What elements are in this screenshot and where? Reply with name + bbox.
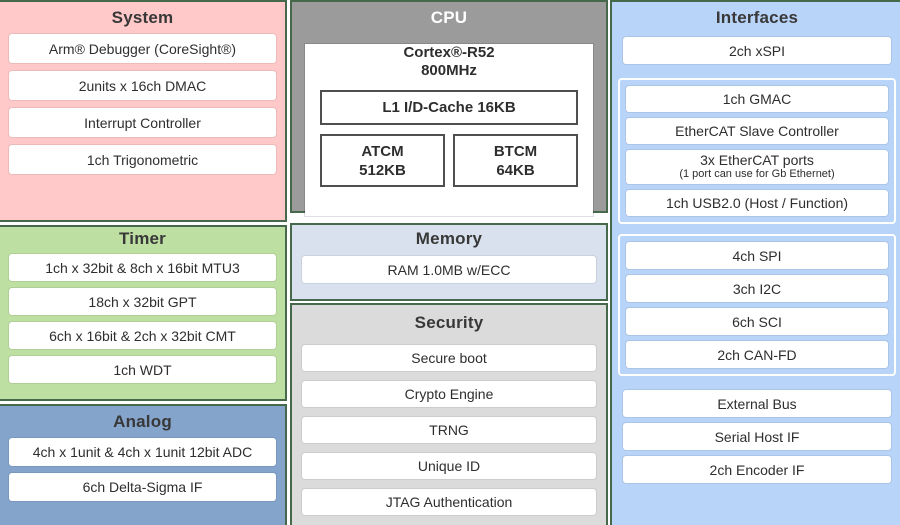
item-trng: TRNG [302, 417, 596, 443]
item-xspi: 2ch xSPI [623, 37, 891, 64]
cpu-core-panel: Cortex®-R52 800MHz L1 I/D-Cache 16KB ATC… [305, 44, 593, 216]
section-interfaces-items: 2ch xSPI 1ch GMAC EtherCAT Slave Control… [612, 37, 900, 483]
cpu-tcm-row: ATCM 512KB BTCM 64KB [320, 134, 578, 187]
section-security: Security Secure boot Crypto Engine TRNG … [290, 303, 608, 525]
item-delta-sigma: 6ch Delta-Sigma IF [9, 473, 276, 501]
section-interfaces-title: Interfaces [715, 8, 799, 27]
item-arm-debugger: Arm® Debugger (CoreSight®) [9, 34, 276, 63]
cpu-btcm-block: BTCM 64KB [453, 134, 578, 187]
item-encoder-if: 2ch Encoder IF [623, 456, 891, 483]
cpu-atcm-size: 512KB [359, 161, 406, 179]
item-sci: 6ch SCI [626, 308, 888, 335]
section-system-title: System [111, 8, 174, 27]
section-memory-title: Memory [415, 229, 483, 248]
item-can-fd: 2ch CAN-FD [626, 341, 888, 368]
section-system: System Arm® Debugger (CoreSight®) 2units… [0, 0, 287, 222]
section-analog-title: Analog [113, 412, 172, 431]
section-timer-title: Timer [119, 229, 166, 248]
cpu-btcm-label: BTCM [493, 142, 538, 160]
section-analog-items: 4ch x 1unit & 4ch x 1unit 12bit ADC 6ch … [0, 438, 285, 501]
item-ram: RAM 1.0MB w/ECC [302, 256, 596, 283]
cpu-atcm-label: ATCM [361, 142, 404, 160]
cpu-core-name: Cortex®-R52 [403, 44, 495, 61]
item-i2c: 3ch I2C [626, 275, 888, 302]
item-gpt: 18ch x 32bit GPT [9, 288, 276, 315]
item-trigonometric: 1ch Trigonometric [9, 145, 276, 174]
item-crypto-engine: Crypto Engine [302, 381, 596, 407]
section-cpu: CPU Cortex®-R52 800MHz L1 I/D-Cache 16KB… [290, 0, 608, 216]
item-spi: 4ch SPI [626, 242, 888, 269]
item-cmt: 6ch x 16bit & 2ch x 32bit CMT [9, 322, 276, 349]
section-interfaces: Interfaces 2ch xSPI 1ch GMAC EtherCAT Sl… [610, 0, 900, 525]
item-ethercat-slave-controller: EtherCAT Slave Controller [626, 118, 888, 144]
cpu-atcm-block: ATCM 512KB [320, 134, 445, 187]
item-interrupt-controller: Interrupt Controller [9, 108, 276, 137]
interfaces-serial-group: 4ch SPI 3ch I2C 6ch SCI 2ch CAN-FD [618, 234, 896, 376]
item-mtu3: 1ch x 32bit & 8ch x 16bit MTU3 [9, 254, 276, 281]
item-serial-host-if: Serial Host IF [623, 423, 891, 450]
item-gmac: 1ch GMAC [626, 86, 888, 112]
section-timer-items: 1ch x 32bit & 8ch x 16bit MTU3 18ch x 32… [0, 254, 285, 383]
item-secure-boot: Secure boot [302, 345, 596, 371]
cpu-l1-cache-block: L1 I/D-Cache 16KB [320, 90, 578, 125]
section-system-items: Arm® Debugger (CoreSight®) 2units x 16ch… [0, 34, 285, 174]
item-ethercat-ports-label: 3x EtherCAT ports [700, 152, 814, 168]
item-adc: 4ch x 1unit & 4ch x 1unit 12bit ADC [9, 438, 276, 466]
cpu-btcm-size: 64KB [496, 161, 535, 179]
cpu-core-frequency: 800MHz [421, 62, 477, 79]
section-security-items: Secure boot Crypto Engine TRNG Unique ID… [292, 345, 606, 515]
item-jtag-authentication: JTAG Authentication [302, 489, 596, 515]
section-cpu-title: CPU [430, 8, 468, 27]
interfaces-ethernet-group: 1ch GMAC EtherCAT Slave Controller 3x Et… [618, 78, 896, 224]
item-usb: 1ch USB2.0 (Host / Function) [626, 190, 888, 216]
item-ethercat-ports: 3x EtherCAT ports (1 port can use for Gb… [626, 150, 888, 184]
item-ethercat-ports-note: (1 port can use for Gb Ethernet) [679, 168, 835, 180]
interfaces-bottom-items: External Bus Serial Host IF 2ch Encoder … [612, 390, 900, 483]
item-wdt: 1ch WDT [9, 356, 276, 383]
section-analog: Analog 4ch x 1unit & 4ch x 1unit 12bit A… [0, 404, 287, 525]
item-external-bus: External Bus [623, 390, 891, 417]
section-timer: Timer 1ch x 32bit & 8ch x 16bit MTU3 18c… [0, 225, 287, 401]
section-security-title: Security [414, 313, 484, 332]
item-unique-id: Unique ID [302, 453, 596, 479]
item-dmac: 2units x 16ch DMAC [9, 71, 276, 100]
section-memory-items: RAM 1.0MB w/ECC [292, 256, 606, 283]
section-memory: Memory RAM 1.0MB w/ECC [290, 223, 608, 301]
